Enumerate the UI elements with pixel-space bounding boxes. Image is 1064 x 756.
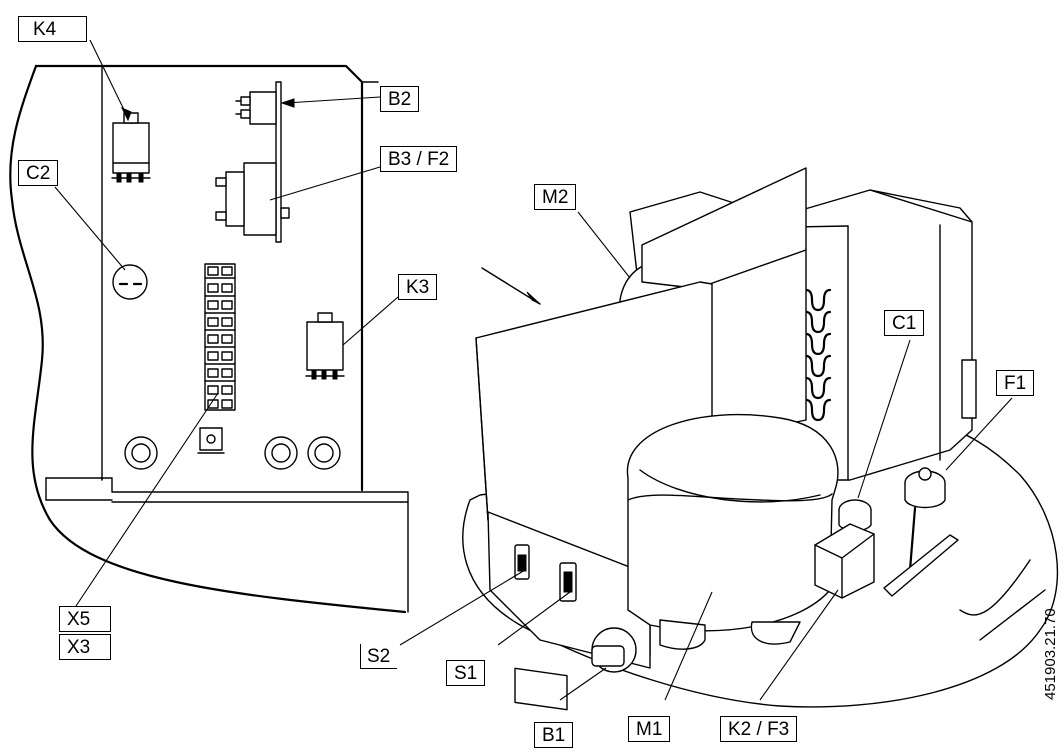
switch-s2	[514, 544, 530, 580]
label-m2: M2	[534, 184, 577, 210]
label-b1: B1	[534, 722, 574, 748]
label-k2-f3: K2 / F3	[720, 716, 798, 742]
label-s1: S1	[446, 660, 486, 686]
detail-cutout-outline	[9, 64, 407, 614]
document-number: 451903.21.70	[1042, 608, 1059, 700]
sensor-b2	[235, 81, 282, 243]
label-k4: K4	[18, 16, 88, 42]
capacitor-c2	[112, 264, 148, 300]
panel-edge	[34, 64, 364, 492]
label-c1: C1	[884, 310, 925, 336]
relay-box-k2-f3	[814, 523, 875, 599]
label-b3-f2: B3 / F2	[380, 146, 458, 172]
label-m1: M1	[628, 716, 671, 742]
relay-k3	[305, 312, 345, 380]
label-b2: B2	[380, 86, 420, 112]
control-panel-detail	[9, 64, 409, 614]
switch-s1	[559, 562, 577, 602]
label-k3: K3	[398, 274, 438, 300]
label-c2: C2	[18, 160, 59, 186]
leader-lines	[54, 39, 1013, 701]
label-s2: S2	[360, 644, 398, 669]
refrigeration-unit	[462, 167, 1059, 711]
compressor-m1	[626, 413, 839, 650]
terminal-strip-x5-x3	[204, 263, 236, 411]
reset-button-small	[197, 427, 225, 454]
label-x5: X5	[59, 606, 112, 632]
thermostat-f1	[883, 467, 959, 597]
thermostat-b3-f2	[215, 162, 290, 236]
relay-k4	[111, 112, 151, 183]
display-window	[514, 667, 568, 711]
cable-grommets	[124, 436, 341, 470]
base-shelf	[45, 477, 409, 613]
label-f1: F1	[996, 370, 1035, 396]
view-direction-arrow	[481, 267, 541, 305]
label-x3: X3	[59, 634, 112, 660]
thermostat-knob-b1	[591, 627, 637, 673]
